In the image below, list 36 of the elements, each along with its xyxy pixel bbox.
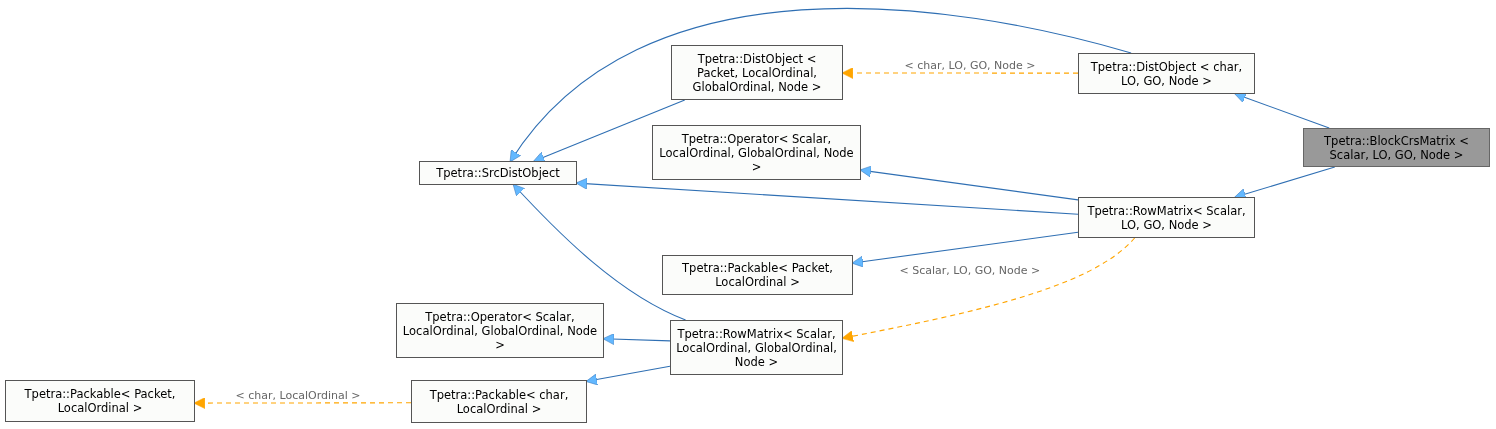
inheritance-arrow [512,183,687,321]
class-box [1303,128,1490,167]
class-box [652,125,861,180]
class-box [419,161,577,185]
inheritance-arrow [602,333,671,345]
inheritance-arrow [509,7,1132,163]
class-name: Tpetra::RowMatrix< Scalar, LO, GO, Node > [1086,203,1247,232]
inheritance-arrow [585,365,671,386]
class-box [1078,53,1255,94]
inheritance-arrow [851,231,1079,268]
class-name: Tpetra::DistObject < Packet, LocalOrdinal, GlobalOrdinal, Node > [691,51,823,94]
class-box [671,45,843,100]
class-name: Tpetra::Packable< char, LocalOrdinal > [428,387,570,416]
class-box [5,380,195,422]
inheritance-arrow [575,177,1079,215]
class-box [411,380,587,423]
inheritance-arrow [841,67,1079,79]
edge-label: < Scalar, LO, GO, Node > [898,265,1042,277]
inheritance-arrow [533,99,686,163]
class-box [670,320,843,375]
class-box [662,255,853,295]
class-box [1078,197,1255,238]
class-name: Tpetra::BlockCrsMatrix < Scalar, LO, GO, Node > [1323,133,1470,162]
class-name: Tpetra::SrcDistObject [436,166,560,180]
edge-label: < char, LocalOrdinal > [234,390,362,402]
class-box [396,303,604,358]
class-name: Tpetra::Packable< Packet, LocalOrdinal > [23,387,177,415]
inheritance-arrow [841,237,1136,342]
inheritance-arrow [193,397,412,409]
class-name: Tpetra::Operator< Scalar, LocalOrdinal, GlobalOrdinal, Node > [401,309,599,352]
class-name: Tpetra::Operator< Scalar, LocalOrdinal, GlobalOrdinal, Node > [658,131,855,174]
class-name: Tpetra::Packable< Packet, LocalOrdinal > [681,261,834,289]
edge-label: < char, LO, GO, Node > [903,60,1037,72]
class-name: Tpetra::RowMatrix< Scalar, LocalOrdinal, GlobalOrdinal, Node > [675,326,838,369]
inheritance-arrow [859,165,1079,201]
class-name: Tpetra::DistObject < char, LO, GO, Node > [1089,59,1244,88]
